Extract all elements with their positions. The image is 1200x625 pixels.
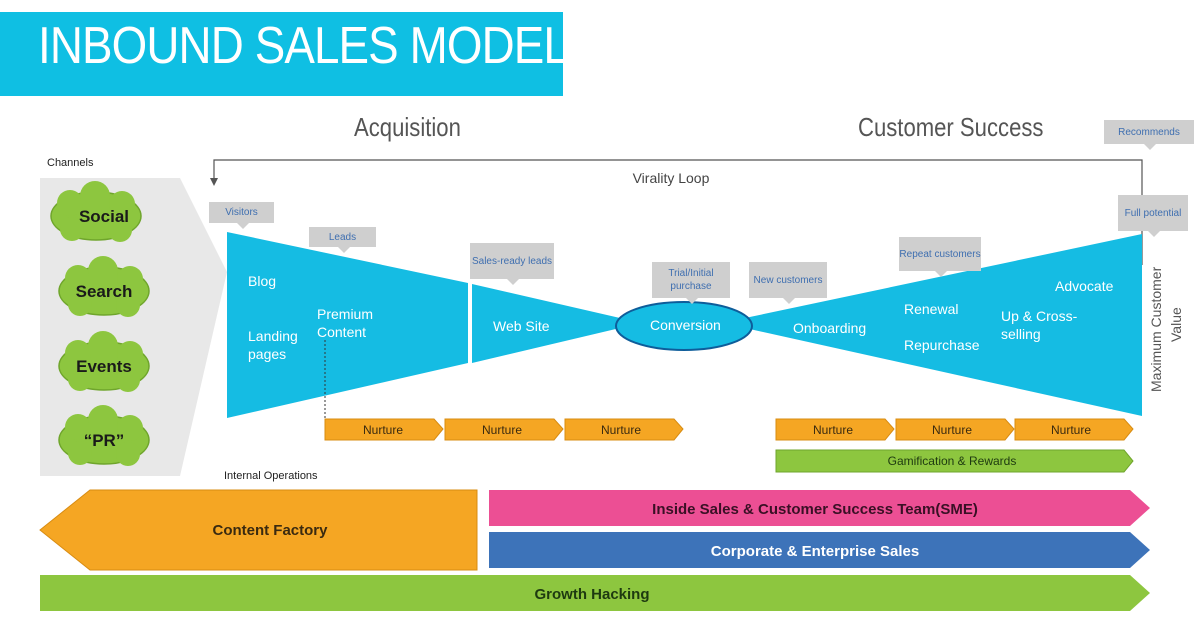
- nurture-arrow-6: [1014, 418, 1134, 441]
- funnel-blog: Blog: [248, 273, 277, 289]
- callout-recommends: Recommends: [1104, 120, 1194, 150]
- max-value-label-line2: Value: [1168, 307, 1184, 342]
- channel-search: Search: [76, 282, 133, 301]
- callout-full-potential: Full potential: [1118, 195, 1188, 237]
- page-title: INBOUND SALES MODEL: [38, 17, 569, 75]
- nurture-arrow-3: [564, 418, 684, 441]
- inside-sales-label: Inside Sales & Customer Success Team(SME…: [652, 501, 978, 518]
- gamification-arrow: [775, 449, 1134, 473]
- funnel-repurchase: Repurchase: [904, 337, 980, 353]
- nurture-label-3: Nurture: [601, 423, 641, 437]
- nurture-arrow-1: [324, 418, 444, 441]
- virality-loop-arrowhead: [210, 178, 218, 186]
- nurture-label-4: Nurture: [813, 423, 853, 437]
- funnel-premium-content: Premium Content: [317, 306, 374, 340]
- nurture-label-1: Nurture: [363, 423, 403, 437]
- inside-sales-arrow: [489, 490, 1150, 526]
- channel-social: Social: [79, 207, 129, 226]
- funnel-up-cross-selling: Up & Cross-selling: [1001, 308, 1078, 342]
- cloud-events: [58, 331, 150, 392]
- funnel-right: [745, 234, 1142, 416]
- customer-success-heading: Customer Success: [858, 112, 1044, 142]
- callout-new-customers: New customers: [749, 262, 827, 304]
- growth-hacking-label: Growth Hacking: [534, 586, 649, 603]
- channels-panel: [40, 178, 227, 476]
- callout-repeat-customers: Repeat customers: [899, 237, 981, 277]
- funnel-left-part1: [227, 232, 468, 418]
- corporate-sales-arrow: [489, 532, 1150, 568]
- funnel-web-site: Web Site: [493, 318, 550, 334]
- virality-loop-label: Virality Loop: [633, 170, 710, 186]
- nurture-arrow-4: [775, 418, 895, 441]
- title-banner: [0, 12, 563, 96]
- nurture-arrow-2: [444, 418, 564, 441]
- callout-visitors: Visitors: [209, 202, 274, 229]
- content-factory-arrow: [39, 489, 478, 571]
- cloud-pr: [58, 405, 150, 466]
- conversion-ellipse: [615, 301, 753, 351]
- funnel-left-part2: [472, 284, 620, 363]
- callout-leads: Leads: [309, 227, 376, 253]
- nurture-label-5: Nurture: [932, 423, 972, 437]
- content-factory-label: Content Factory: [212, 522, 328, 539]
- gamification-label: Gamification & Rewards: [888, 454, 1017, 468]
- growth-hacking-arrow: [40, 575, 1150, 611]
- internal-operations-label: Internal Operations: [224, 470, 318, 482]
- nurture-label-6: Nurture: [1051, 423, 1091, 437]
- funnel-renewal: Renewal: [904, 301, 959, 317]
- max-value-label-line1: Maximum Customer: [1148, 266, 1164, 392]
- callout-sales-ready-leads: Sales-ready leads: [470, 243, 554, 285]
- funnel-onboarding: Onboarding: [793, 320, 867, 336]
- nurture-arrow-5: [895, 418, 1015, 441]
- nurture-label-2: Nurture: [482, 423, 522, 437]
- cloud-search: [58, 256, 150, 317]
- acquisition-heading: Acquisition: [354, 112, 461, 142]
- channel-pr: “PR”: [84, 431, 125, 450]
- channels-label: Channels: [47, 157, 94, 169]
- funnel-conversion: Conversion: [650, 317, 721, 333]
- callout-trial-purchase: Trial/Initial purchase: [652, 262, 730, 304]
- cloud-social: [50, 181, 142, 242]
- corporate-sales-label: Corporate & Enterprise Sales: [711, 543, 919, 560]
- funnel-landing-pages: Landing pages: [248, 328, 298, 362]
- channel-events: Events: [76, 357, 132, 376]
- funnel-advocate: Advocate: [1055, 278, 1114, 294]
